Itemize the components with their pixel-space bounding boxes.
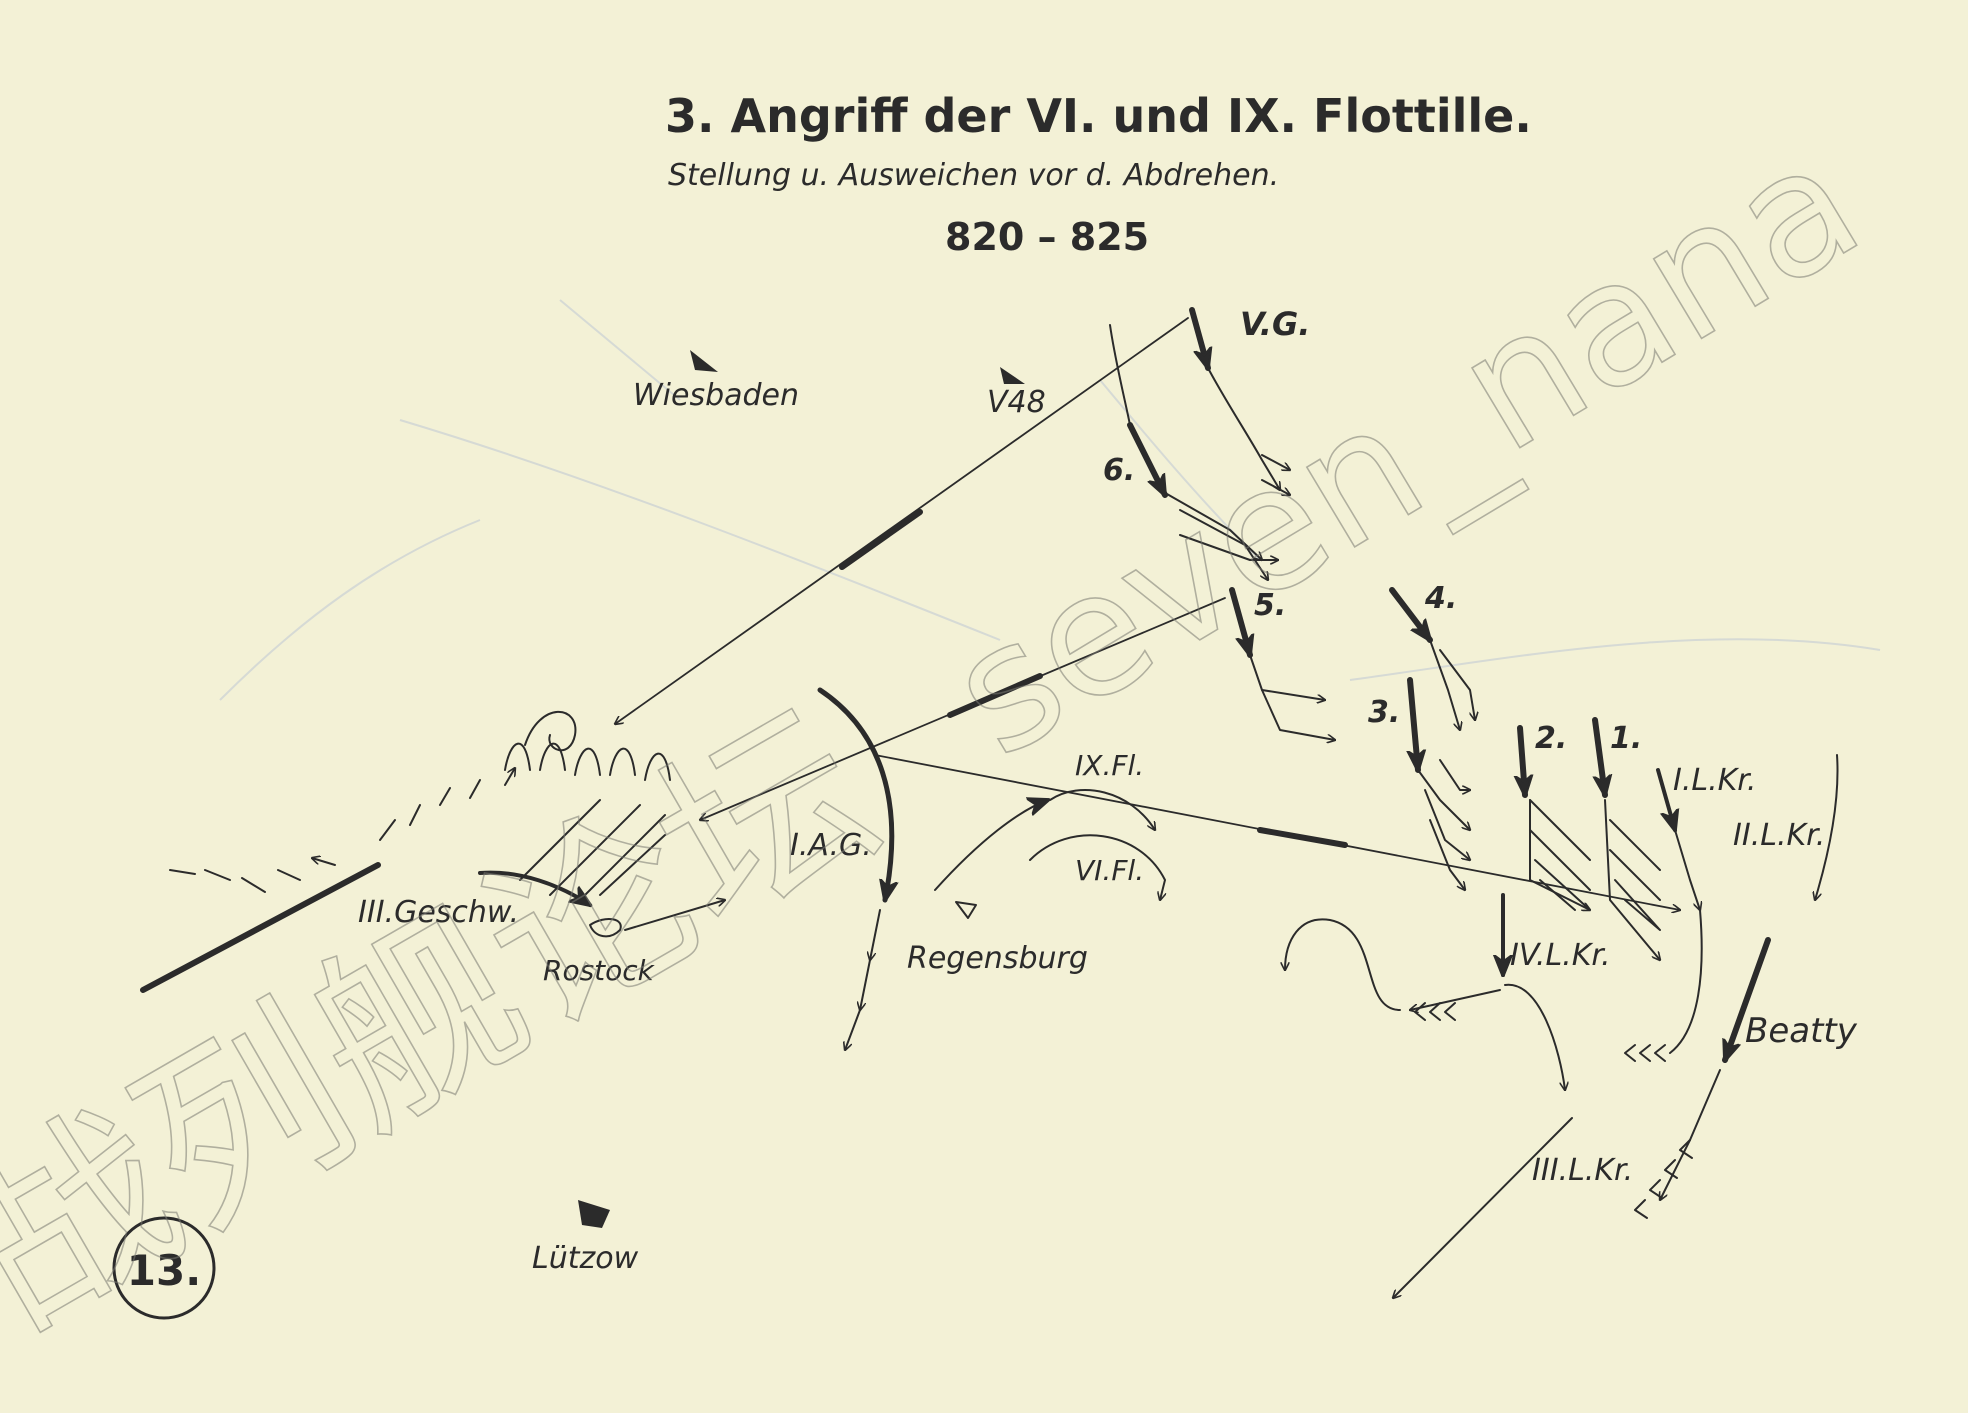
ilkr-chevrons [1624, 1044, 1666, 1062]
group6-arr3 [1179, 534, 1279, 560]
label-vg: V.G. [1240, 305, 1310, 343]
vg-track [1189, 307, 1208, 368]
time-range: 820 – 825 [945, 215, 1149, 259]
label-vifl: VI.Fl. [1075, 854, 1144, 887]
group2-hatch [1529, 799, 1591, 911]
group6-bold [1127, 422, 1168, 495]
iag-arr1 [870, 909, 881, 960]
ixfl-start [934, 800, 1048, 891]
ilkr-track [1656, 768, 1675, 830]
ilkr-arr [1674, 829, 1700, 910]
p-loop [524, 710, 577, 752]
group6-arr2 [1179, 509, 1268, 580]
group3-track [1410, 677, 1418, 770]
iiigeschw-line [140, 862, 381, 993]
group1-track [1595, 717, 1605, 795]
iiigeschw-curls [504, 742, 671, 781]
label-iiigeschw: III.Geschw. [358, 895, 519, 930]
group6-arr1 [1159, 489, 1262, 560]
iag-arr3 [845, 1009, 861, 1050]
label-iag: I.A.G. [790, 828, 872, 863]
group6-track [1109, 324, 1131, 426]
label-ixfl: IX.Fl. [1075, 749, 1144, 782]
label-beatty: Beatty [1745, 1011, 1858, 1051]
v48-ship-icon [1000, 367, 1025, 384]
ivlkr-loop [1504, 983, 1565, 1090]
beatty-arr [1660, 1069, 1721, 1200]
iiigeschw-hatch [519, 799, 666, 901]
label-regensburg: Regensburg [907, 941, 1088, 976]
lutzow-ship-icon [578, 1200, 610, 1228]
label-group2: 2. [1535, 721, 1567, 756]
vg-track-c [1261, 454, 1290, 470]
ghost-lines [219, 299, 1881, 701]
group2-arr [1529, 799, 1590, 910]
iag-arc [817, 687, 892, 900]
label-v48: V48 [987, 385, 1046, 420]
label-group5: 5. [1254, 588, 1286, 623]
group5-long-bold [947, 673, 1043, 718]
label-lutzow: Lützow [532, 1241, 639, 1276]
rostock-arr [624, 900, 725, 931]
group4-track [1389, 587, 1430, 640]
beatty-track [1722, 937, 1771, 1060]
group3-arr2 [1424, 789, 1470, 860]
wiesbaden-ship-icon [690, 350, 718, 372]
label-iilkr: II.L.Kr. [1733, 818, 1825, 853]
group1-hatch [1609, 819, 1661, 931]
vg-track-d [1261, 479, 1290, 495]
group4-arr2 [1439, 649, 1475, 720]
group3-arr3 [1429, 819, 1465, 890]
group3-arr4 [1439, 759, 1471, 790]
ivlkr-left [1410, 989, 1501, 1010]
ivlkr-chevrons [1414, 1002, 1456, 1021]
vifl-track [1029, 834, 1165, 900]
label-group1: 1. [1610, 721, 1642, 756]
group1-arr [1604, 799, 1660, 960]
label-rostock: Rostock [543, 954, 656, 987]
iiigeschw-fan [379, 768, 515, 841]
beatty-chevrons [1634, 1139, 1693, 1219]
label-iiilkr: III.L.Kr. [1532, 1153, 1633, 1188]
subtitle: Stellung u. Ausweichen vor d. Abdrehen. [668, 158, 1279, 193]
iiigeschw-move [478, 870, 590, 905]
group5-track [1229, 587, 1250, 655]
vg-track-b [1207, 367, 1280, 490]
rostock-ship [589, 918, 622, 938]
figure-number: 13. [127, 1246, 201, 1295]
label-group6: 6. [1103, 453, 1135, 488]
group2-track [1520, 725, 1525, 795]
group5-arr2 [1261, 689, 1335, 740]
group4-arr1 [1429, 639, 1460, 730]
label-group3: 3. [1368, 695, 1400, 730]
regensburg-ship [955, 901, 977, 919]
ixfl-track [1049, 789, 1155, 830]
watermark-cjk: 战列舰论坛 [0, 670, 910, 1372]
iiigeschw-arrows [169, 858, 336, 893]
vg-long-line [615, 317, 1189, 724]
label-ilkr: I.L.Kr. [1673, 763, 1756, 798]
label-wiesbaden: Wiesbaden [633, 378, 799, 413]
title: 3. Angriff der VI. und IX. Flottille. [665, 89, 1532, 143]
ivlkr-wave [1285, 918, 1401, 1011]
watermark-latin: seven_nana [919, 103, 1891, 795]
ilkr-curve [1669, 909, 1703, 1054]
group5-arr1 [1249, 654, 1325, 700]
iag-arr2 [860, 959, 871, 1010]
group3-arr1 [1417, 769, 1470, 830]
label-ivlkr: IV.L.Kr. [1510, 938, 1611, 973]
vg-long-line-bold [839, 509, 923, 570]
iiilkr-track [1393, 1117, 1573, 1298]
label-group4: 4. [1424, 581, 1457, 616]
figure-number-circle [112, 1216, 216, 1320]
ixfl-line-bold [1257, 827, 1348, 848]
iilkr-track [1815, 754, 1839, 900]
